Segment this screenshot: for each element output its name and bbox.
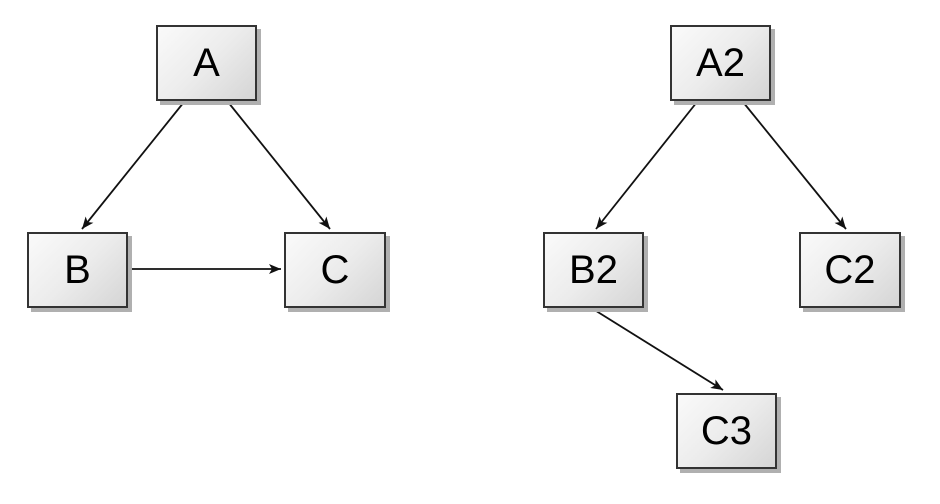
node-A-label: A <box>193 41 220 85</box>
node-C2-label: C2 <box>824 248 876 292</box>
node-B2[interactable]: B2 <box>543 232 644 308</box>
node-A2[interactable]: A2 <box>670 25 771 101</box>
edge-A-C <box>227 101 331 230</box>
node-A2-label: A2 <box>696 41 745 85</box>
node-C3-label: C3 <box>700 409 753 453</box>
node-C-label: C <box>320 248 350 292</box>
node-C3[interactable]: C3 <box>676 393 777 469</box>
node-C2[interactable]: C2 <box>799 232 901 308</box>
node-B-label: B <box>64 248 91 292</box>
edge-A-B <box>81 101 185 230</box>
edge-A2-C2 <box>742 101 847 230</box>
node-B2-label: B2 <box>569 248 618 292</box>
node-B[interactable]: B <box>27 232 128 308</box>
edge-B2-C3 <box>592 308 724 391</box>
edge-A2-B2 <box>595 101 698 230</box>
node-A[interactable]: A <box>156 25 257 101</box>
node-C[interactable]: C <box>284 232 386 308</box>
